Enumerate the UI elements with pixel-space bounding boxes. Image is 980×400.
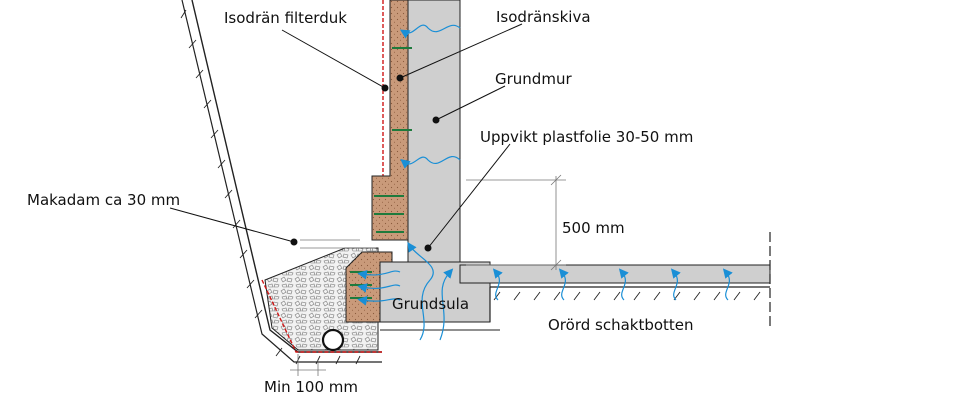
- floor-slab: [459, 264, 771, 284]
- label-height: 500 mm: [562, 219, 625, 237]
- label-min: Min 100 mm: [264, 378, 358, 396]
- foundation-wall: [407, 0, 461, 266]
- undisturbed-ground: [377, 286, 770, 331]
- height-dimension: [466, 174, 566, 271]
- label-makadam: Makadam ca 30 mm: [27, 191, 180, 209]
- label-schaktbotten: Orörd schaktbotten: [548, 316, 694, 334]
- leader-lines: [169, 23, 523, 252]
- min-dimension: [290, 354, 326, 376]
- label-grundmur: Grundmur: [495, 70, 572, 88]
- insulation-board: [371, 0, 409, 241]
- water-flow: [357, 24, 733, 341]
- label-plastfolie: Uppvikt plastfolie 30-50 mm: [480, 128, 693, 146]
- label-isodranskiva: Isodränskiva: [496, 8, 591, 26]
- label-grundsula: Grundsula: [392, 295, 469, 313]
- drain-pipe: [321, 328, 345, 352]
- gravel-dimension: [300, 239, 376, 249]
- label-filterduk: Isodrän filterduk: [224, 9, 347, 27]
